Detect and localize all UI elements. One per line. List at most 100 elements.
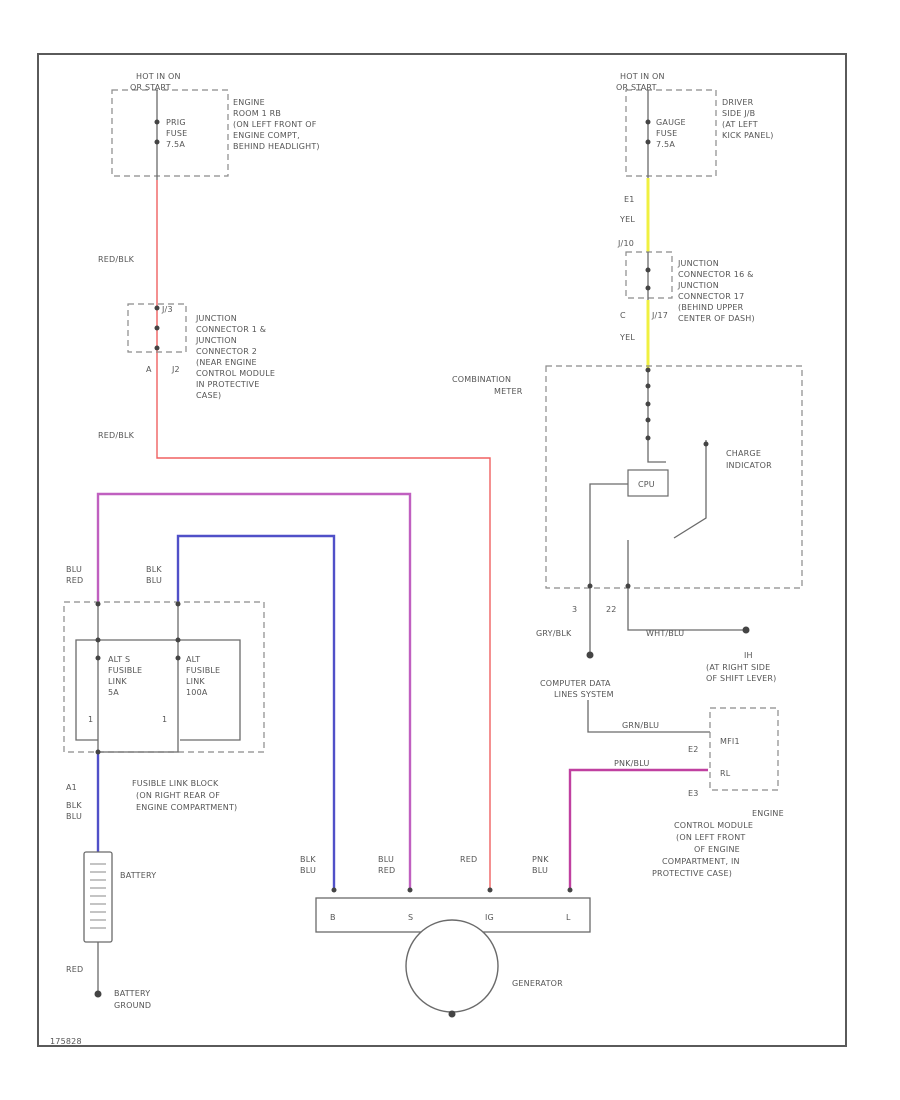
tr-loc-3: (AT LEFT: [722, 120, 758, 129]
ecm-3: (ON LEFT FRONT: [676, 833, 745, 842]
pnk-blu-label: PNK/BLU: [614, 759, 650, 768]
tl-hot-1: HOT IN ON: [136, 72, 181, 81]
tl-loc-4: ENGINE COMPT,: [233, 131, 300, 140]
jl-2: CONNECTOR 1 &: [196, 325, 266, 334]
a-label: A: [146, 365, 152, 374]
charge-1: CHARGE: [726, 449, 761, 458]
alt-s-3: LINK: [108, 677, 127, 686]
red-blk-label-2: RED/BLK: [98, 431, 135, 440]
ih-3: OF SHIFT LEVER): [706, 674, 777, 683]
blk-blu-wire: [176, 534, 336, 890]
n3-label: 3: [572, 605, 577, 614]
tr-loc-2: SIDE J/B: [722, 109, 755, 118]
jl-3: JUNCTION: [195, 336, 237, 345]
gen-l-wire-2: BLU: [532, 866, 548, 875]
jr-6: CENTER OF DASH): [678, 314, 755, 323]
gen-l-wire-1: PNK: [532, 855, 549, 864]
charge-2: INDICATOR: [726, 461, 772, 470]
cpu-label: CPU: [638, 480, 655, 489]
combination-meter-box: [545, 365, 803, 589]
tl-hot-2: OR START: [130, 83, 171, 92]
alt-s-4: 5A: [108, 688, 119, 697]
grn-blu-label: GRN/BLU: [622, 721, 659, 730]
red-blk-wire: [156, 180, 491, 890]
jr-1: JUNCTION: [677, 259, 719, 268]
charge-wire: [673, 440, 707, 539]
blk-blu-top-1: BLK: [146, 565, 162, 574]
battery-ground-1: BATTERY: [114, 989, 150, 998]
tl-loc-2: ROOM 1 RB: [233, 109, 281, 118]
battery-label: BATTERY: [120, 871, 156, 880]
tl-fuse-2: FUSE: [166, 129, 187, 138]
tr-loc-1: DRIVER: [722, 98, 754, 107]
flb-3: ENGINE COMPARTMENT): [136, 803, 237, 812]
cdl-2: LINES SYSTEM: [554, 690, 614, 699]
ecm-2: CONTROL MODULE: [674, 821, 753, 830]
generator-label: GENERATOR: [512, 979, 563, 988]
gen-pin-s: S: [408, 913, 413, 922]
grv-blk-label: GRY/BLK: [536, 629, 572, 638]
cdl-wire: [587, 700, 710, 733]
jr-2: CONNECTOR 16 &: [678, 270, 754, 279]
mfi-label: MFI1: [720, 737, 740, 746]
tr-fuse-3: 7.5A: [656, 140, 675, 149]
alt-s-1: ALT S: [108, 655, 130, 664]
tr-hot-2: OR START: [616, 83, 657, 92]
blu-red-top-2: RED: [66, 576, 83, 585]
ecm-box: [709, 707, 779, 791]
top-right-fuse-box: [625, 89, 717, 177]
tl-loc-3: (ON LEFT FRONT OF: [233, 120, 317, 129]
jl-7: IN PROTECTIVE: [196, 380, 259, 389]
ecm-6: PROTECTIVE CASE): [652, 869, 732, 878]
j17-label: J/17: [651, 311, 668, 320]
yel-label-2: YEL: [619, 333, 635, 342]
tl-loc-1: ENGINE: [233, 98, 265, 107]
cpu-wire: [589, 483, 628, 655]
gen-b-wire-2: BLU: [300, 866, 316, 875]
tr-fuse-1: GAUGE: [656, 118, 686, 127]
blk-blu-low-1: BLK: [66, 801, 82, 810]
a1-label: A1: [66, 783, 77, 792]
n22-label: 22: [606, 605, 617, 614]
cdl-1: COMPUTER DATA: [540, 679, 611, 688]
j3-label: J/3: [161, 305, 173, 314]
rl-label: RL: [720, 769, 731, 778]
right-junction-box: [625, 251, 673, 299]
gen-s-wire-1: BLU: [378, 855, 394, 864]
n1a-label: 1: [88, 715, 93, 724]
jl-4: CONNECTOR 2: [196, 347, 257, 356]
alt-1: ALT: [186, 655, 200, 664]
gen-pin-ig: IG: [485, 913, 494, 922]
jr-5: (BEHIND UPPER: [678, 303, 744, 312]
tl-loc-5: BEHIND HEADLIGHT): [233, 142, 320, 151]
jr-4: CONNECTOR 17: [678, 292, 744, 301]
jl-8: CASE): [196, 391, 221, 400]
pnk-blu-wire: [568, 768, 708, 890]
ecm-4: OF ENGINE: [694, 845, 740, 854]
alt-2: FUSIBLE: [186, 666, 220, 675]
blk-blu-top-2: BLU: [146, 576, 162, 585]
jl-1: JUNCTION: [195, 314, 237, 323]
blu-red-wire: [96, 492, 412, 888]
tr-fuse-2: FUSE: [656, 129, 677, 138]
red-blk-label-1: RED/BLK: [98, 255, 135, 264]
e2-label: E2: [688, 745, 699, 754]
battery-ground-2: GROUND: [114, 1001, 151, 1010]
alt-3: LINK: [186, 677, 205, 686]
jr-3: JUNCTION: [677, 281, 719, 290]
cm-title-2: METER: [494, 387, 523, 396]
gen-s-wire-2: RED: [378, 866, 395, 875]
flb-2: (ON RIGHT REAR OF: [136, 791, 220, 800]
n1b-label: 1: [162, 715, 167, 724]
j2-label: J2: [171, 365, 180, 374]
fusible-link-block: [63, 601, 265, 753]
e1-label: E1: [624, 195, 635, 204]
footer-code: 175828: [50, 1037, 82, 1046]
cpu-box: [627, 469, 669, 497]
generator-circle: [405, 919, 499, 1013]
j10-label: J/10: [617, 239, 634, 248]
blk-blu-low-2: BLU: [66, 812, 82, 821]
meter-wire-gnd: [647, 370, 666, 463]
wht-blu-label: WHT/BLU: [646, 629, 684, 638]
